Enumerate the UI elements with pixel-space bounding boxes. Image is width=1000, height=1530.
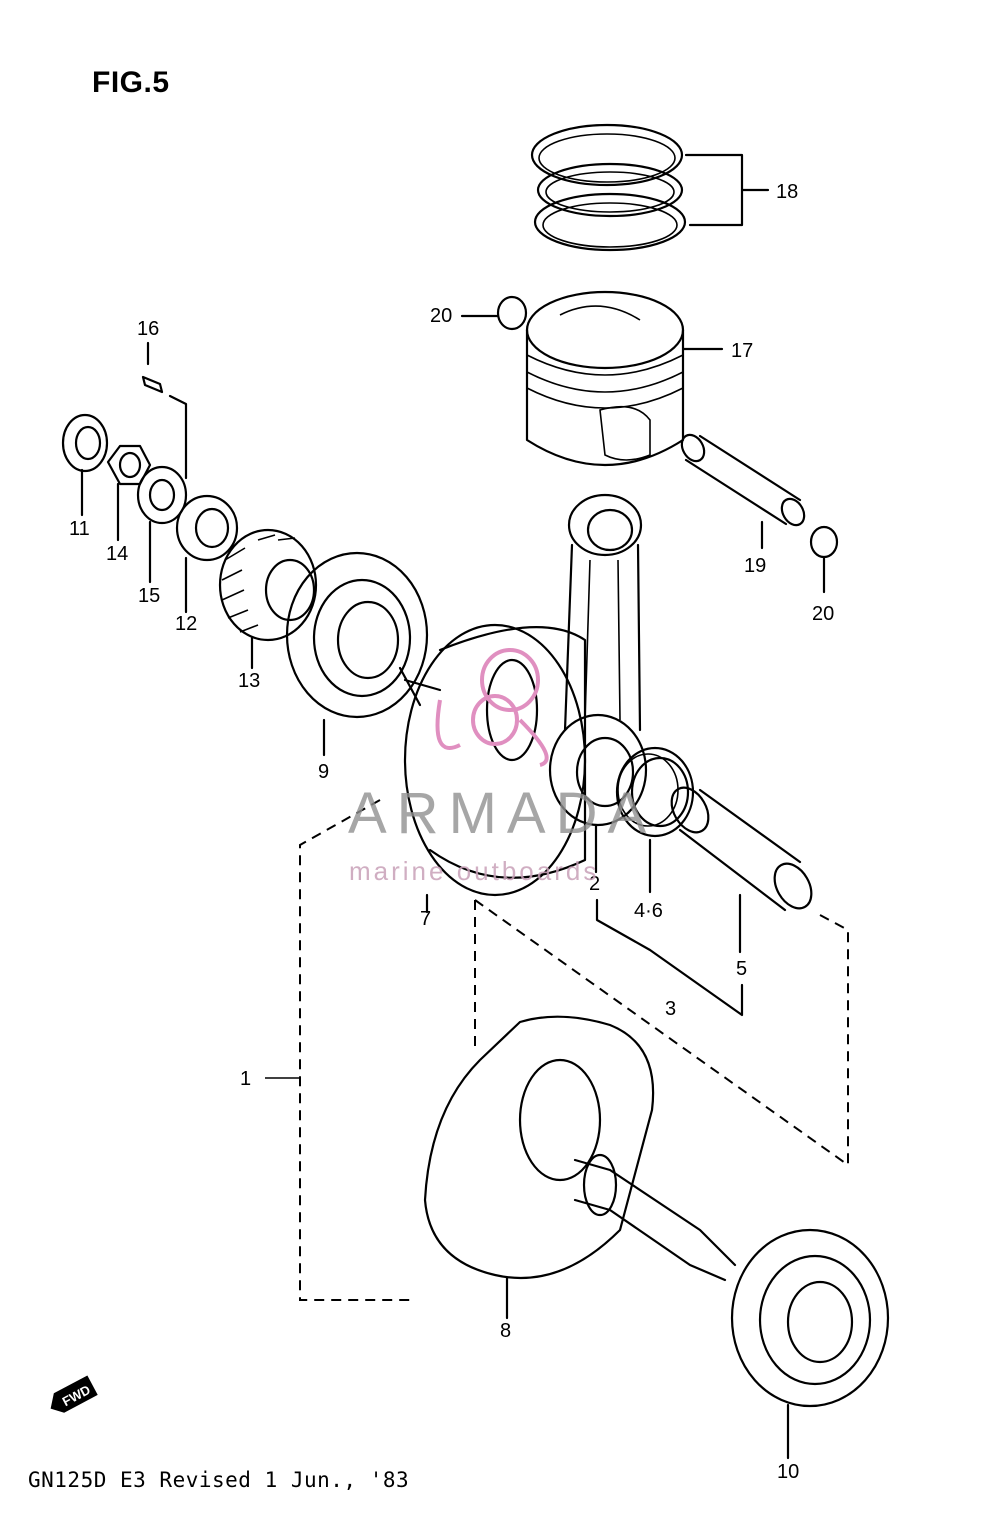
callout-19: 19: [744, 555, 766, 577]
callout-13: 13: [238, 670, 260, 692]
circlip-lower: [809, 525, 839, 594]
key-16: [141, 341, 188, 480]
callout-10: 10: [777, 1461, 799, 1483]
callout-3: 3: [665, 998, 676, 1020]
callout-7: 7: [420, 908, 431, 930]
callout-labels: 18 17 20 16 11 14 15 12 13 9 19 20 2 4·6…: [69, 181, 834, 1483]
callout-18: 18: [776, 181, 798, 203]
bearing-right: [730, 1228, 890, 1460]
footer-revision: GN125D E3 Revised 1 Jun., '83: [28, 1468, 410, 1492]
callout-15: 15: [138, 585, 160, 607]
watermark-tagline: marine outboards: [349, 856, 600, 886]
callout-5: 5: [736, 958, 747, 980]
callout-12: 12: [175, 613, 197, 635]
fwd-badge: FWD: [50, 1375, 98, 1413]
watermark-logo: [435, 648, 549, 767]
watermark-name: ARMADA: [348, 781, 657, 846]
washer-15: [136, 465, 188, 584]
callout-20-upper: 20: [430, 305, 452, 327]
crank-web-left: [423, 1015, 737, 1320]
spacer-12: [175, 494, 239, 614]
circlip-upper: [460, 295, 528, 331]
callout-17: 17: [731, 340, 753, 362]
callout-1: 1: [240, 1068, 251, 1090]
callout-9: 9: [318, 761, 329, 783]
figure-title: FIG.5: [92, 66, 170, 99]
piston-pin: [680, 433, 806, 550]
callout-20-lower: 20: [812, 603, 834, 625]
callout-8: 8: [500, 1320, 511, 1342]
callout-16: 16: [137, 318, 159, 340]
assembly-bracket-3: [474, 899, 849, 1166]
assembly-bracket-1: [299, 799, 410, 1301]
callout-14: 14: [106, 543, 128, 565]
callout-4-6: 4·6: [634, 900, 663, 922]
nut-14: [106, 444, 152, 542]
oil-seal-11: [61, 413, 109, 517]
piston: [525, 290, 724, 467]
piston-rings: [530, 123, 770, 252]
callout-2: 2: [589, 873, 600, 895]
crank-pin: [670, 786, 813, 954]
bearing-left: [285, 551, 429, 757]
crank-web-right: [398, 623, 587, 914]
callout-11: 11: [69, 518, 90, 540]
bracket-3: [595, 898, 744, 1017]
primary-drive-gear: [218, 528, 318, 670]
